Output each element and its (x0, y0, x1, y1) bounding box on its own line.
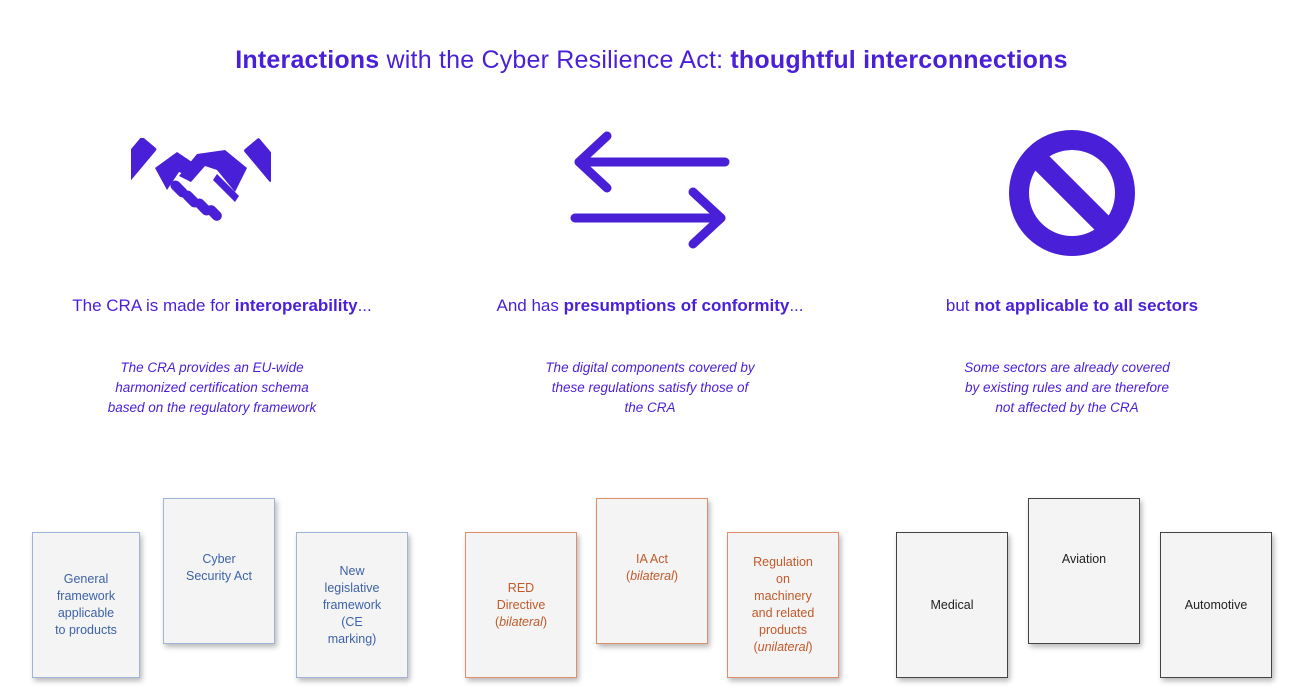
heading-interoperability: The CRA is made for interoperability... (12, 296, 432, 316)
card-note-text: bilateral (499, 614, 543, 629)
card-line: General (63, 572, 109, 586)
description-line: these regulations satisfy those of (551, 380, 749, 395)
heading-bold: presumptions of conformity (563, 296, 790, 315)
card-line: Medical (930, 597, 974, 612)
card-note-text: bilateral (630, 569, 674, 583)
card-line: framework (56, 589, 116, 603)
card-line: framework (322, 597, 382, 612)
description-interoperability: The CRA provides an EU-wide harmonized c… (47, 358, 377, 418)
card-line: and related (751, 606, 815, 620)
heading-suffix: ... (357, 296, 372, 315)
card-new-legislative-framework: New legislative framework (CE marking) (296, 532, 408, 678)
description-line: not affected by the CRA (995, 400, 1139, 415)
card-line: Security Act (186, 569, 252, 583)
description-not-applicable: Some sectors are already covered by exis… (902, 358, 1232, 418)
card-line: Regulation (753, 555, 813, 569)
heading-bold: not applicable to all sectors (974, 296, 1199, 315)
card-line: New (339, 563, 365, 578)
description-line: Some sectors are already covered (964, 360, 1170, 375)
card-line: on (776, 572, 790, 586)
card-line: Aviation (1061, 552, 1107, 566)
card-cyber-security-act: Cyber Security Act (163, 498, 275, 644)
page-title: Interactions with the Cyber Resilience A… (0, 46, 1303, 75)
heading-prefix: The CRA is made for (72, 296, 235, 315)
card-line: applicable (57, 606, 115, 620)
title-bold-1: Interactions (235, 46, 380, 74)
handshake-icon (115, 137, 285, 238)
card-machinery-regulation: Regulation on machinery and related prod… (727, 532, 839, 678)
card-line: RED (507, 580, 535, 595)
description-line: based on the regulatory framework (107, 400, 317, 415)
heading-prefix: And has (496, 296, 564, 315)
card-red-directive: RED Directive (bilateral) (465, 532, 577, 678)
heading-not-applicable: but not applicable to all sectors (862, 296, 1282, 316)
card-line: Directive (496, 597, 546, 612)
description-line: The CRA provides an EU-wide (120, 360, 304, 375)
heading-presumptions: And has presumptions of conformity... (440, 296, 860, 316)
card-line: machinery (754, 589, 812, 603)
card-line: IA Act (636, 552, 668, 566)
card-line: marking) (327, 631, 377, 646)
description-line: the CRA (624, 400, 676, 415)
card-ia-act: IA Act (bilateral) (596, 498, 708, 644)
description-line: harmonized certification schema (115, 380, 309, 395)
card-line: to products (55, 623, 117, 637)
card-note-text: unilateral (757, 640, 809, 654)
card-line: Automotive (1184, 597, 1248, 612)
card-note: (bilateral) (494, 614, 548, 629)
card-automotive: Automotive (1160, 532, 1272, 678)
card-line: (CE (341, 614, 363, 629)
card-note: (bilateral) (625, 569, 679, 583)
title-bold-2: thoughtful interconnections (730, 46, 1068, 74)
heading-bold: interoperability (234, 296, 358, 315)
description-presumptions: The digital components covered by these … (485, 358, 815, 418)
description-line: by existing rules and are therefore (964, 380, 1170, 395)
card-line: legislative (324, 580, 380, 595)
card-general-framework: General framework applicable to products (32, 532, 140, 678)
title-middle: with the Cyber Resilience Act: (379, 46, 731, 74)
heading-prefix: but (945, 296, 975, 315)
card-medical: Medical (896, 532, 1008, 678)
card-aviation: Aviation (1028, 498, 1140, 644)
card-line: Cyber (202, 552, 236, 566)
bidirectional-arrows-icon (565, 128, 735, 252)
card-line: products (759, 623, 807, 637)
description-line: The digital components covered by (545, 360, 755, 375)
prohibited-icon (1007, 128, 1137, 258)
heading-suffix: ... (789, 296, 804, 315)
card-note: (unilateral) (753, 640, 813, 654)
